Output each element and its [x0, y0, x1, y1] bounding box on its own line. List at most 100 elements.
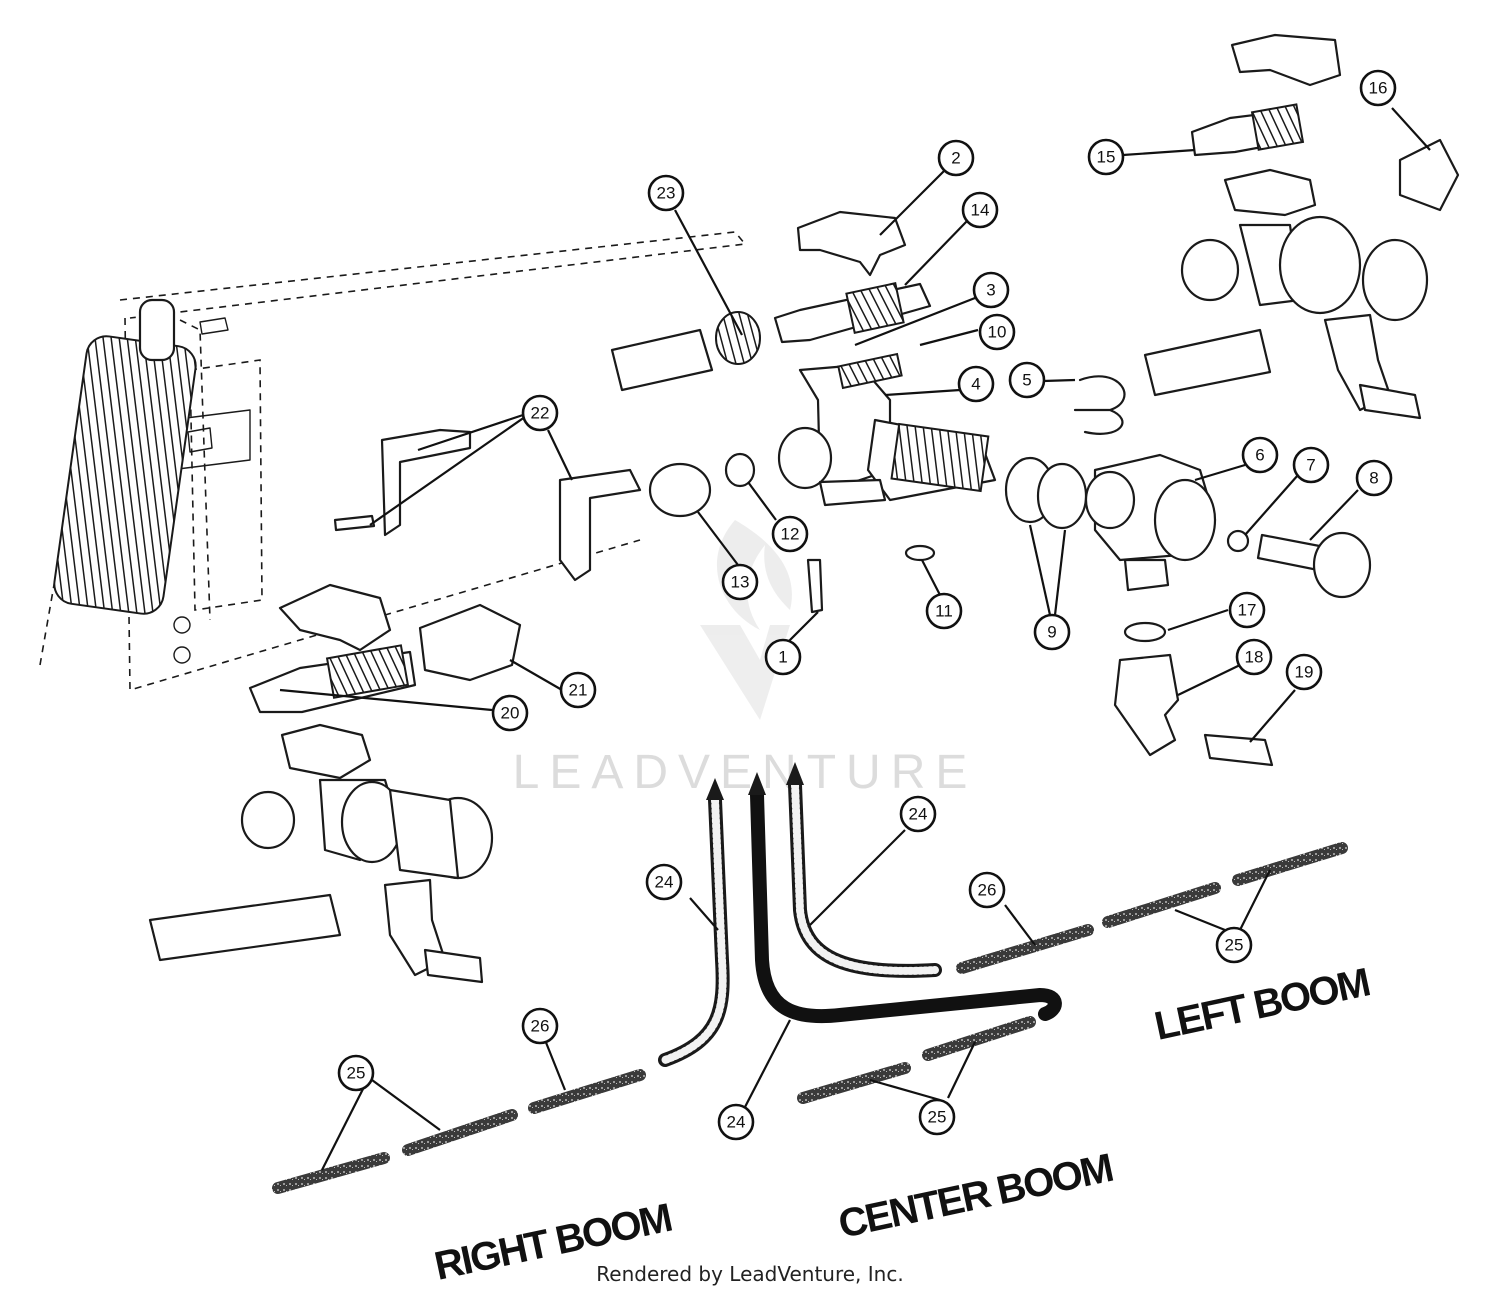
boom-spring: [53, 335, 197, 615]
callout-2: 2: [937, 139, 975, 177]
callout-18: 18: [1235, 638, 1273, 676]
hoses: [272, 762, 1348, 1194]
svg-text:25: 25: [928, 1108, 947, 1127]
boom-pipe-right: [148, 893, 342, 962]
svg-text:3: 3: [986, 281, 995, 300]
svg-text:1: 1: [778, 648, 787, 667]
svg-text:14: 14: [971, 201, 990, 220]
callout-11: 11: [925, 592, 963, 630]
callout-8: 8: [1355, 459, 1393, 497]
callout-25a: 25: [337, 1054, 375, 1092]
svg-text:7: 7: [1306, 456, 1315, 475]
washer-part-12: [724, 452, 756, 488]
callout-25b: 25: [918, 1098, 956, 1136]
svg-text:23: 23: [657, 184, 676, 203]
fitting-part-19: [1203, 733, 1274, 767]
callout-9: 9: [1033, 613, 1071, 651]
hose-25-left-b: [1232, 842, 1348, 886]
boom-pipe-left: [1143, 328, 1272, 397]
svg-text:6: 6: [1255, 446, 1264, 465]
svg-text:25: 25: [347, 1064, 366, 1083]
elbow-part-18: [1113, 653, 1180, 757]
callout-26b: 26: [968, 871, 1006, 909]
callout-26a: 26: [521, 1007, 559, 1045]
callout-7: 7: [1292, 446, 1330, 484]
svg-text:24: 24: [727, 1113, 746, 1132]
gasket-part-17: [1123, 621, 1167, 643]
svg-text:26: 26: [531, 1017, 550, 1036]
hose-25-right-a: [272, 1152, 390, 1194]
callout-20: 20: [491, 694, 529, 732]
svg-text:21: 21: [569, 681, 588, 700]
callout-bubbles: 1 2 3 4 5 6 7 8 9 10 11 12 13 14 15 16 1…: [337, 69, 1397, 1141]
svg-text:25: 25: [1225, 936, 1244, 955]
boom-frame: [39, 231, 747, 692]
hose-25-center-a: [797, 1062, 911, 1104]
callout-21: 21: [559, 671, 597, 709]
valve-base: [818, 478, 887, 507]
callout-leaders: [279, 107, 1431, 1171]
callout-12: 12: [771, 515, 809, 553]
svg-text:26: 26: [978, 881, 997, 900]
left-boom-label: LEFT BOOM: [1151, 961, 1373, 1049]
screw-part-1: [806, 558, 824, 614]
svg-text:15: 15: [1097, 148, 1116, 167]
left-boom-valve: [1143, 33, 1460, 420]
center-boom-label: CENTER BOOM: [835, 1146, 1116, 1247]
svg-text:9: 9: [1047, 623, 1056, 642]
right-boom-valve: [148, 723, 494, 984]
clip-part-5: [1073, 375, 1126, 435]
svg-text:22: 22: [531, 404, 550, 423]
hose-26-right: [528, 1069, 646, 1114]
o-ring-part-9b: [1036, 462, 1088, 530]
nozzle-cap-part-13: [648, 462, 712, 518]
cap-part-16: [1398, 138, 1460, 212]
callout-4: 4: [957, 365, 995, 403]
callout-3: 3: [972, 271, 1010, 309]
callout-22: 22: [521, 394, 559, 432]
hose-25-center-b: [922, 1016, 1036, 1061]
watermark-text: LEADVENTURE: [513, 746, 978, 799]
callout-1: 1: [764, 638, 802, 676]
hose-25-left-a: [1102, 882, 1221, 928]
callout-16: 16: [1359, 69, 1397, 107]
svg-text:19: 19: [1295, 663, 1314, 682]
svg-text:8: 8: [1369, 469, 1378, 488]
hose-25-right-b: [402, 1109, 518, 1156]
svg-text:4: 4: [971, 375, 980, 394]
footer-credit: Rendered by LeadVenture, Inc.: [596, 1262, 904, 1286]
callout-17: 17: [1228, 591, 1266, 629]
callout-24a: 24: [645, 863, 683, 901]
clamp-part-20-top: [278, 583, 392, 652]
svg-text:13: 13: [731, 573, 750, 592]
valve-inlet: [777, 426, 833, 490]
callout-13: 13: [721, 563, 759, 601]
seal-part-7: [1226, 529, 1250, 553]
svg-text:5: 5: [1022, 371, 1031, 390]
bracket-part-22a: [380, 428, 472, 537]
callout-14: 14: [961, 191, 999, 229]
washer-part-11: [904, 544, 936, 562]
callout-19: 19: [1285, 653, 1323, 691]
callout-6: 6: [1241, 436, 1279, 474]
spring-post: [138, 298, 176, 362]
svg-text:2: 2: [951, 149, 960, 168]
hose-26-left: [956, 924, 1094, 974]
clamp-ring-part-23: [715, 311, 761, 365]
watermark-logo: [700, 520, 792, 720]
svg-text:11: 11: [935, 602, 953, 621]
svg-text:18: 18: [1245, 648, 1264, 667]
callout-10: 10: [978, 313, 1016, 351]
bolt-part-22: [333, 514, 376, 532]
callout-23: 23: [647, 174, 685, 212]
clamp-part-2: [796, 210, 907, 277]
svg-text:24: 24: [655, 873, 674, 892]
pipe-stub: [610, 328, 714, 392]
callout-15: 15: [1087, 138, 1125, 176]
svg-text:24: 24: [909, 805, 928, 824]
elbow-part-21: [418, 603, 522, 682]
svg-text:12: 12: [781, 525, 800, 544]
callout-25c: 25: [1215, 926, 1253, 964]
center-valve-assembly: [610, 210, 1372, 767]
